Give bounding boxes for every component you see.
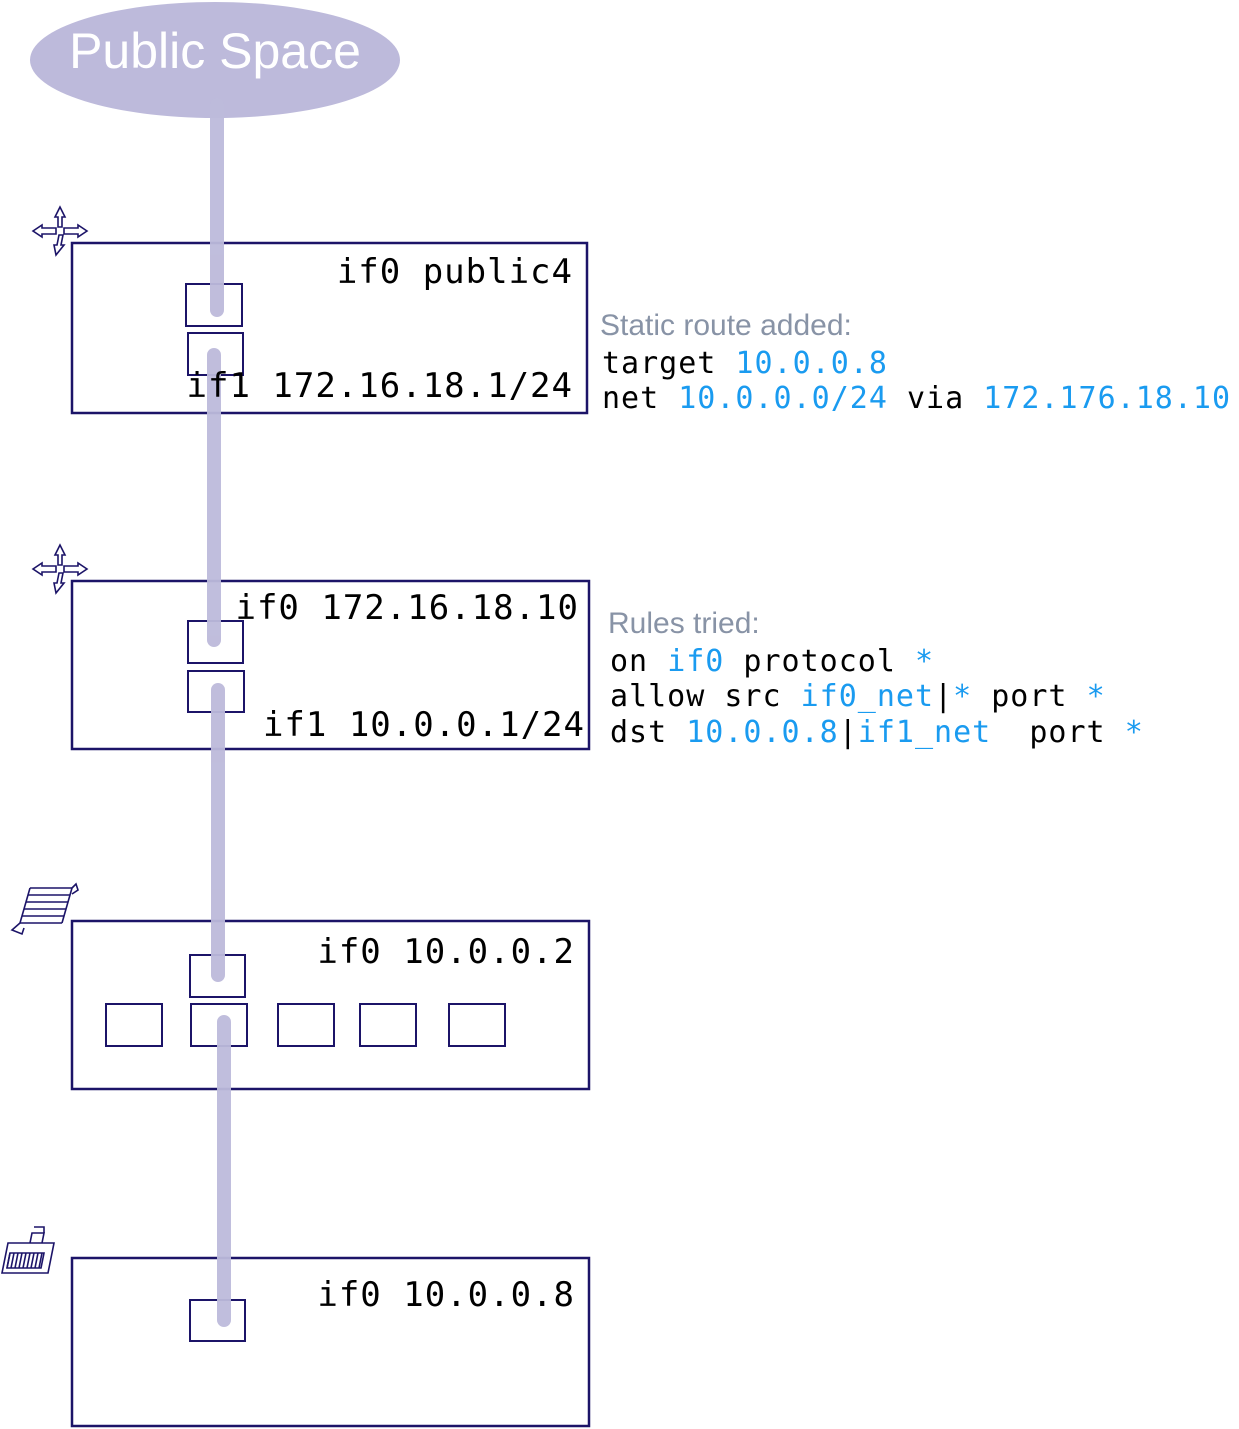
switch-port-3 [277,1003,335,1047]
router-1-if1-label: if1 172.16.18.1/24 [186,366,573,406]
switch-if0-label: if0 10.0.0.2 [317,932,575,972]
public-space-cloud [30,2,400,118]
router-2-if1-label: if1 10.0.0.1/24 [262,705,585,745]
switch-icon [10,882,79,936]
host-if0-label: if0 10.0.0.8 [317,1275,575,1315]
route-note-line-net: net 10.0.0.0/24 via 172.176.18.10 [602,381,1232,416]
switch-port-4 [359,1003,417,1047]
router-icon [31,543,89,595]
router-1-if0-label: if0 public4 [336,252,573,292]
router-2-box [70,579,591,751]
route-note-heading: Static route added: [600,309,852,342]
switch-port-5 [448,1003,506,1047]
route-note-line-target: target 10.0.0.8 [602,346,888,381]
host-icon [1,1226,55,1274]
router-1-box [70,241,589,415]
router-2-if0-label: if0 172.16.18.10 [235,588,579,628]
switch-port-1 [105,1003,163,1047]
public-space-label: Public Space [69,23,361,79]
router-icon [31,205,89,257]
rules-note-heading: Rules tried: [608,607,760,640]
host-box [70,1256,591,1428]
rules-note-line-on: on if0 protocol * [610,644,935,679]
switch-box [70,919,591,1091]
rules-note-line-allow: allow src if0_net|* port * [610,679,1106,714]
rules-note-line-dst: dst 10.0.0.8|if1_net port * [610,715,1144,750]
